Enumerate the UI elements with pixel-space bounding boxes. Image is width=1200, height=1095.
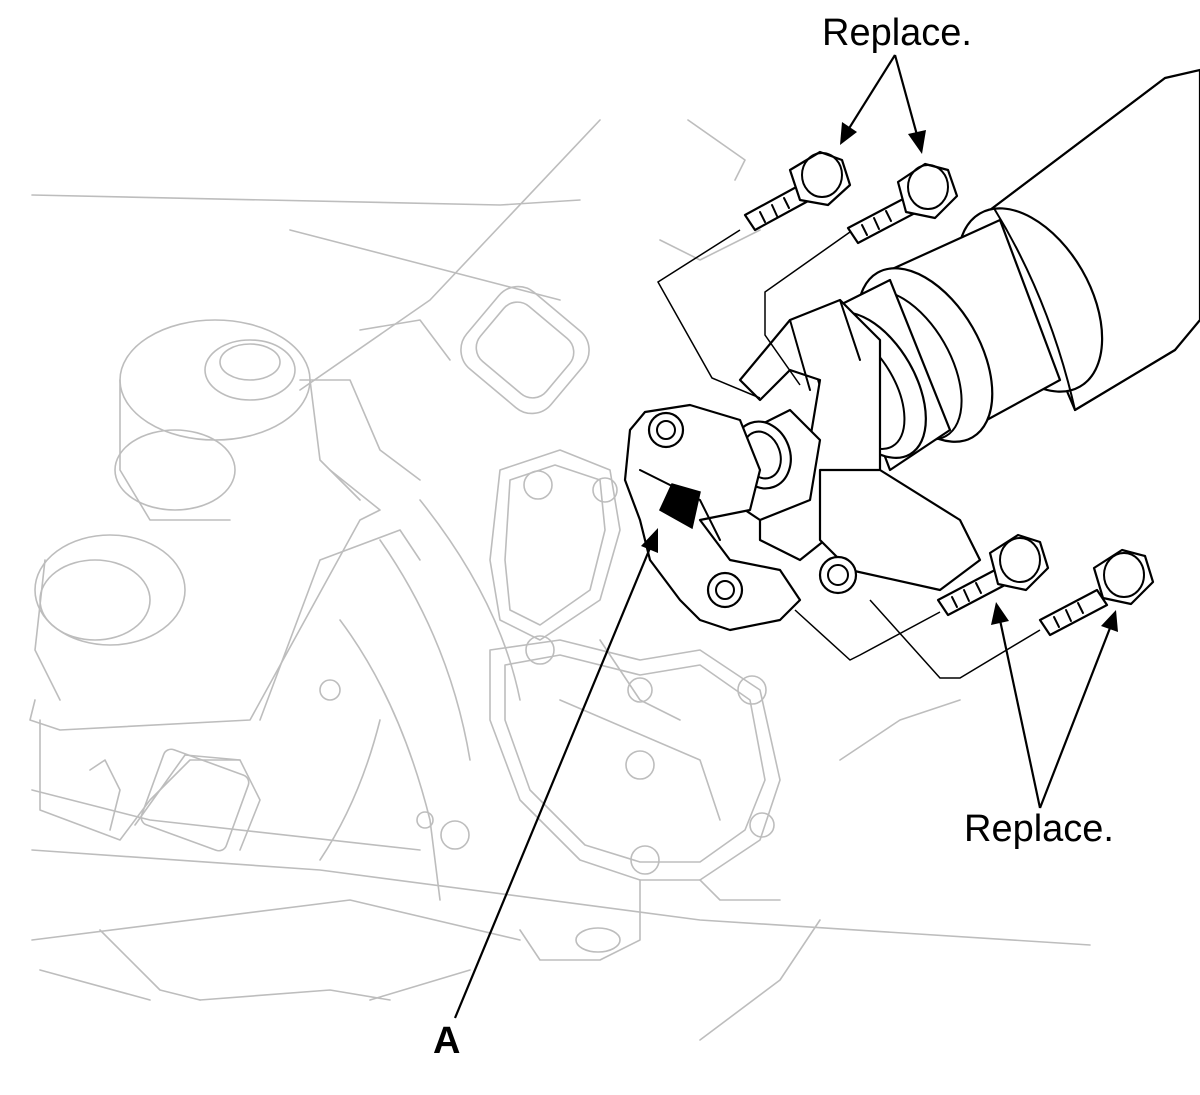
bolt-upper-left <box>743 150 852 232</box>
bolt-lower-left <box>936 533 1050 617</box>
arrowhead-icon <box>641 528 658 553</box>
background-vehicle-structure <box>29 119 1091 1041</box>
arrow-lower-right-bolt <box>1038 627 1112 809</box>
alignment-mark <box>659 483 701 530</box>
arrow-lower-left-bolt <box>998 619 1042 809</box>
replace-callout-lower: Replace. <box>964 808 1114 850</box>
replace-callout-upper: Replace. <box>822 12 972 54</box>
bolt-leader-lines <box>656 229 1041 679</box>
bolt-lower-right <box>1038 548 1155 637</box>
arrow-upper-right-bolt <box>893 54 919 136</box>
bolt-upper-right <box>846 162 959 245</box>
arrowhead-icon <box>908 130 926 154</box>
part-a-label: A <box>433 1020 461 1062</box>
arrowhead-icon <box>991 602 1009 625</box>
arrow-part-a <box>453 547 652 1019</box>
propeller-shaft <box>623 68 1200 632</box>
arrow-upper-left-bolt <box>847 54 896 131</box>
arrowhead-icon <box>840 122 857 145</box>
arrowhead-icon <box>1101 610 1118 632</box>
callout-arrows <box>453 54 1118 1019</box>
